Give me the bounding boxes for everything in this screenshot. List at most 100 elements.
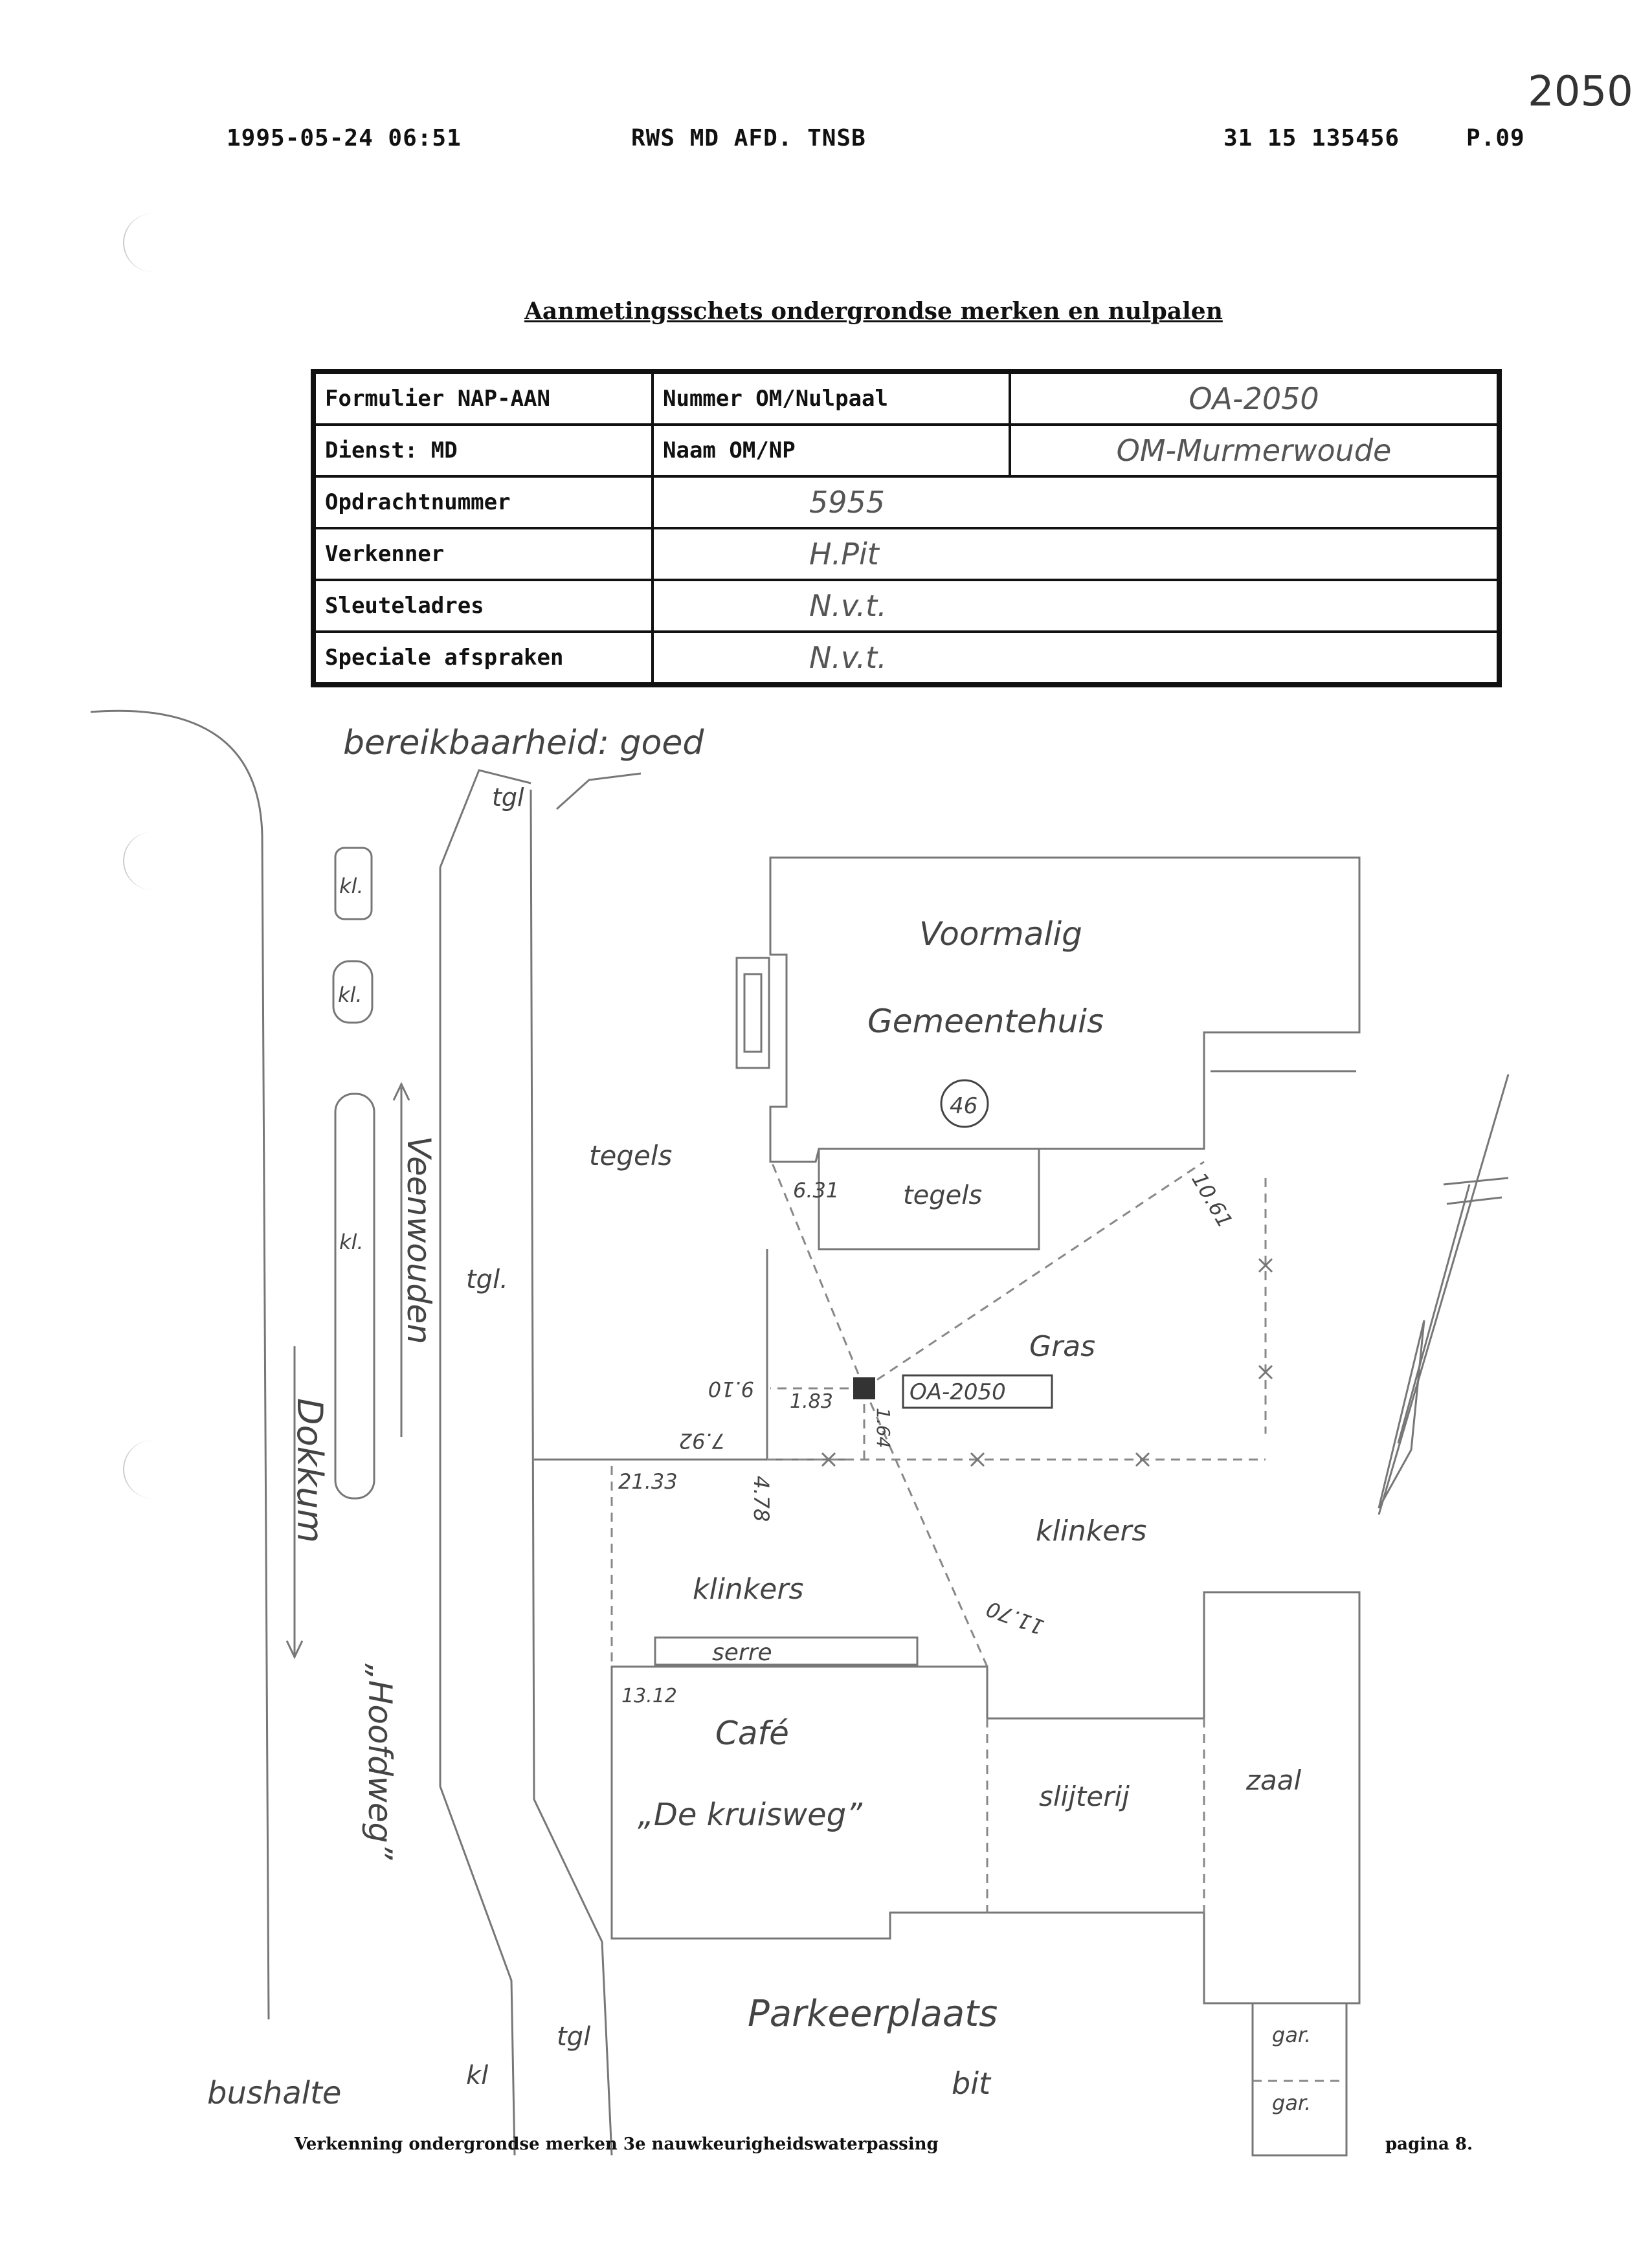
mark-id-label: OA-2050: [910, 1379, 1006, 1405]
north-tick-2: [1446, 1196, 1502, 1205]
form-value-agreements: N.v.t.: [651, 630, 1501, 686]
form-row: Speciale afspraken N.v.t.: [312, 630, 1501, 686]
punch-hole-middle: [123, 832, 183, 890]
klinkers-left-label: klinkers: [693, 1573, 803, 1606]
form-row: Formulier NAP-AAN Nummer OM/Nulpaal OA-2…: [312, 370, 1501, 426]
tegels-right-label: tegels: [903, 1181, 982, 1210]
form-label: Sleuteladres: [312, 579, 654, 633]
sidewalk-edge: [530, 789, 613, 2156]
serre-label: serre: [712, 1639, 772, 1666]
fax-datetime: 1995-05-24 06:51: [227, 125, 462, 151]
voormalig-label: Voormalig: [919, 915, 1082, 953]
form-row: Dienst: MD Naam OM/NP OM-Murmerwoude: [312, 423, 1501, 478]
form-row: Sleuteladres N.v.t.: [312, 579, 1501, 633]
fence-crosses: [821, 1258, 1273, 1467]
measure-164: 1.64: [873, 1408, 894, 1448]
form-label: Formulier NAP-AAN: [312, 370, 654, 426]
measure-1312: 13.12: [621, 1685, 677, 1707]
form-label: Naam OM/NP: [651, 423, 1011, 478]
measure-1170: 11.70: [983, 1596, 1047, 1639]
hoofdweg-label: „Hoofdweg”: [361, 1663, 399, 1860]
form-row: Verkenner H.Pit: [312, 527, 1501, 581]
punch-hole-bottom: [123, 1440, 183, 1498]
bereikbaarheid-label: bereikbaarheid: goed: [343, 724, 704, 762]
form-label: Dienst: MD: [312, 423, 654, 478]
garage-outline: [1251, 2002, 1348, 2157]
town-hall-entrance: [735, 957, 770, 1069]
punch-hole-top: [123, 214, 183, 272]
sidewalk-top-right: [555, 772, 642, 810]
zaal-label: zaal: [1245, 1764, 1302, 1796]
measure-910: 9.10: [708, 1377, 754, 1401]
north-line-2: [1397, 1184, 1471, 1444]
gemeentehuis-label: Gemeentehuis: [867, 1003, 1104, 1040]
sidewalk-top-left: [439, 769, 531, 868]
kl-bottom-label: kl: [466, 2061, 488, 2091]
gar-2-label: gar.: [1272, 2091, 1311, 2115]
slijterij-label: slijterij: [1039, 1781, 1130, 1812]
north-tick-1: [1443, 1177, 1509, 1186]
fax-phone: 31 15 135456: [1223, 125, 1400, 151]
town-hall-outline: [769, 856, 1361, 1163]
fax-sender: RWS MD AFD. TNSB: [631, 125, 866, 151]
klinkers-right-label: klinkers: [1036, 1515, 1146, 1548]
north-arrow: [1378, 1320, 1425, 1509]
gras-label: Gras: [1029, 1330, 1095, 1363]
arrow-head-up: [392, 1082, 410, 1101]
mark-square: [853, 1377, 875, 1399]
north-line-1: [1378, 1074, 1510, 1515]
bit-label: bit: [952, 2066, 992, 2101]
form-value-surveyor: H.Pit: [651, 527, 1501, 581]
measure-183: 1.83: [790, 1390, 833, 1413]
form-value-order: 5955: [651, 475, 1501, 529]
kerb-island-3: [334, 1093, 375, 1500]
veenwouden-label: Veenwouden: [400, 1136, 438, 1344]
cafe-label: Café: [715, 1715, 789, 1752]
kl-2-label: kl.: [338, 983, 363, 1007]
measure-478: 4.78: [749, 1476, 774, 1522]
gar-1-label: gar.: [1272, 2023, 1311, 2047]
measure-line-1061: [864, 1161, 1205, 1390]
tgl-bottom-label: tgl: [557, 2022, 590, 2052]
town-hall-entrance-inner: [743, 973, 763, 1053]
measure-1061: 10.61: [1187, 1168, 1238, 1232]
bushalte-label: bushalte: [207, 2075, 341, 2111]
house-number-circle: [940, 1079, 989, 1128]
parkeerplaats-label: Parkeerplaats: [748, 1993, 998, 2035]
form-label: Opdrachtnummer: [312, 475, 654, 529]
form-value-key-address: N.v.t.: [651, 579, 1501, 633]
form-label: Speciale afspraken: [312, 630, 654, 686]
footer-page: pagina 8.: [1385, 2135, 1473, 2154]
mark-id-box: [902, 1374, 1053, 1409]
measure-2133: 21.33: [618, 1469, 678, 1494]
tgl-mid-label: tgl.: [466, 1265, 508, 1294]
kl-3-label: kl.: [339, 1230, 364, 1254]
kl-1-label: kl.: [339, 874, 364, 898]
form-label: Verkenner: [312, 527, 654, 581]
form-value-om-number: OA-2050: [1009, 370, 1501, 426]
page-title: Aanmetingsschets ondergrondse merken en …: [524, 298, 1223, 325]
measure-792: 7.92: [679, 1428, 725, 1453]
form-row: Opdrachtnummer 5955: [312, 475, 1501, 529]
tgl-top-label: tgl: [492, 783, 524, 812]
cafe-name-label: „De kruisweg”: [638, 1797, 863, 1833]
form-label: Nummer OM/Nulpaal: [651, 370, 1011, 426]
tegels-left-label: tegels: [589, 1140, 672, 1172]
corner-number: 2050: [1528, 68, 1633, 116]
road-edge-right: [439, 867, 516, 2156]
footer-text: Verkenning ondergrondse merken 3e nauwke…: [295, 2135, 939, 2154]
form-table: Formulier NAP-AAN Nummer OM/Nulpaal OA-2…: [311, 369, 1502, 687]
tiles-terrace: [818, 1148, 1040, 1250]
measure-line-631: [769, 1158, 865, 1389]
arrow-head-down: [285, 1640, 304, 1660]
measure-line-1170: [863, 1388, 988, 1667]
measure-631: 6.31: [793, 1178, 839, 1203]
kerb-island-2: [332, 960, 374, 1024]
form-value-om-name: OM-Murmerwoude: [1009, 423, 1501, 478]
kerb-island-1: [334, 847, 373, 920]
house-number-label: 46: [950, 1093, 977, 1119]
road-edge-left: [90, 709, 270, 2020]
serre-outline: [654, 1636, 919, 1666]
